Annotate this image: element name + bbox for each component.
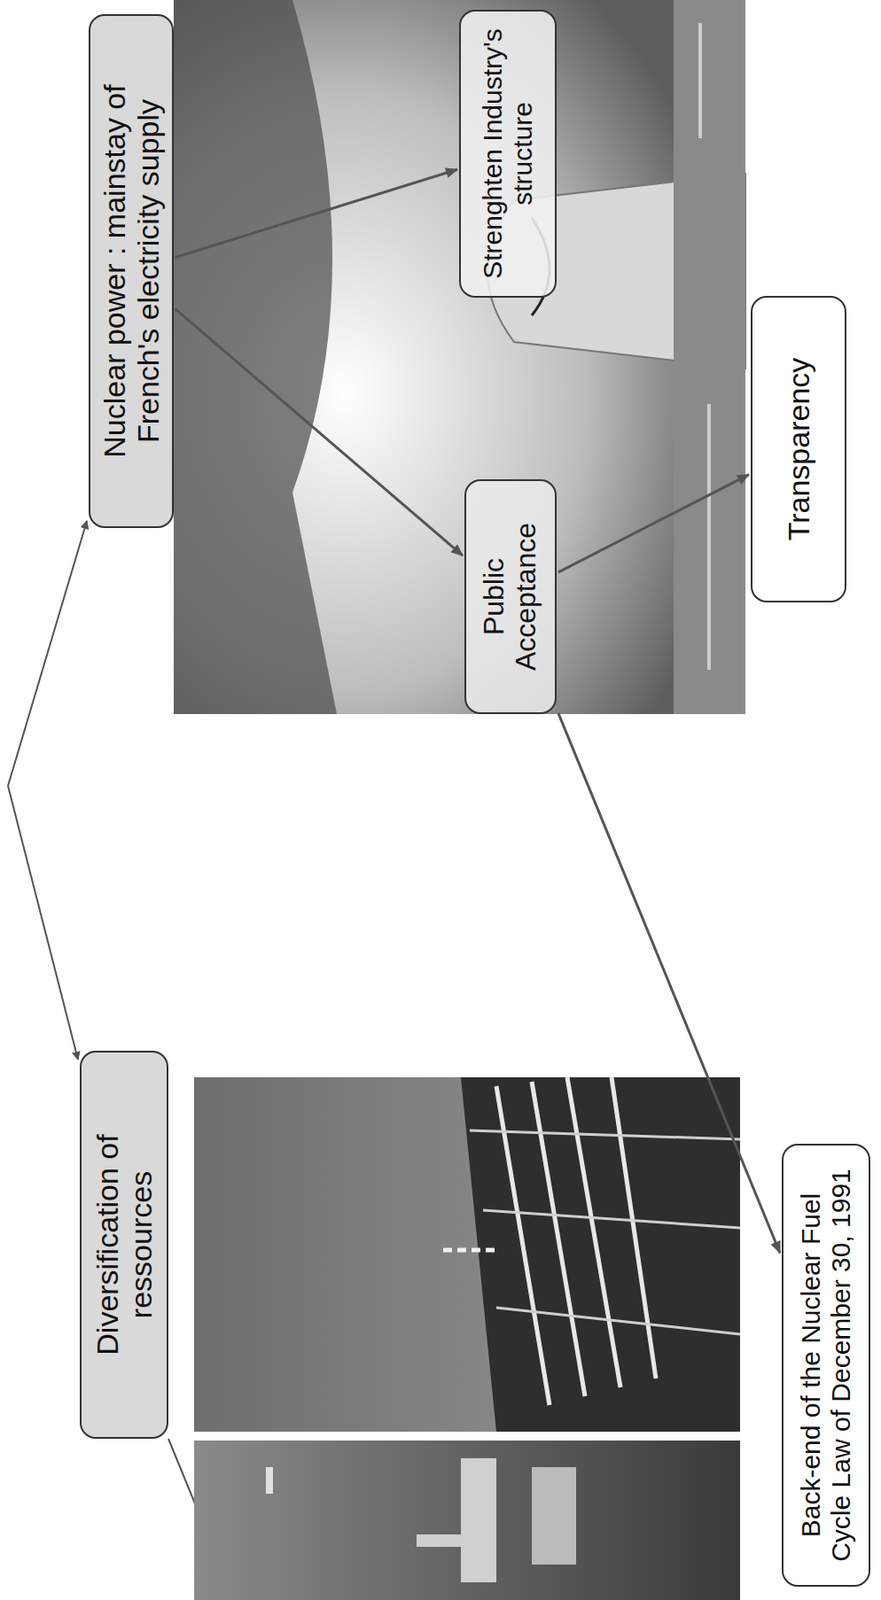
box-text: Strenghten Industry's structure [477, 23, 538, 284]
text-box: Public Acceptance [464, 479, 557, 715]
arrow-connector [175, 309, 463, 556]
arrow-connector [558, 475, 749, 573]
text-box: Strenghten Industry's structure [459, 9, 557, 298]
text-box: Back-end of the Nuclear Fuel Cycle Law o… [781, 1144, 871, 1588]
box-text: Transparency [781, 358, 816, 542]
arrow-connector [175, 169, 458, 258]
arrow-connector [558, 713, 780, 1254]
text-box: Diversification of ressources [79, 1051, 169, 1440]
box-text: Back-end of the Nuclear Fuel Cycle Law o… [795, 1158, 856, 1574]
text-box: Nuclear power : mainstay of French's ele… [88, 14, 174, 529]
box-text: Public Acceptance [478, 493, 543, 701]
text-box: Transparency [750, 296, 847, 603]
box-text: Nuclear power : mainstay of French's ele… [97, 28, 165, 515]
box-text: Diversification of ressources [90, 1065, 158, 1426]
